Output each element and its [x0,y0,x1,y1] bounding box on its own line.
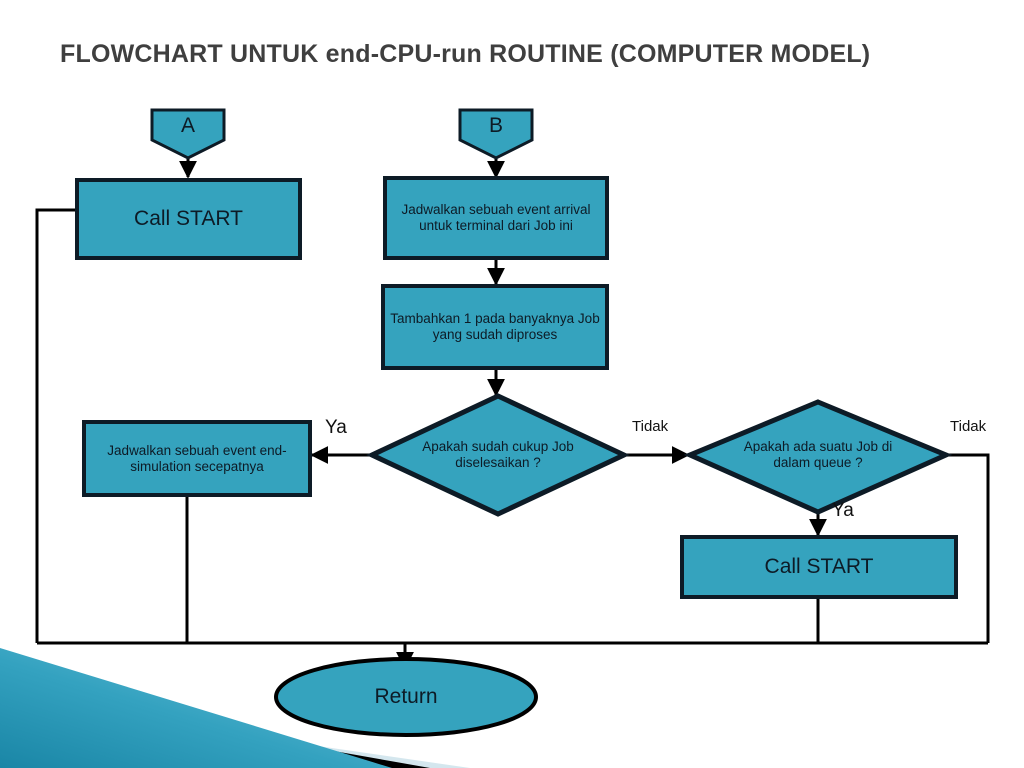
return-shape [274,657,538,737]
decision-job-in-queue-shape [683,399,953,515]
call-start-1-shape [75,178,302,260]
connector-a-shape [150,108,226,160]
call-start-2-shape [680,535,958,599]
connector-b-shape [458,108,534,160]
page-title: FLOWCHART UNTUK end-CPU-run ROUTINE (COM… [60,40,871,68]
schedule-end-simulation-shape [82,420,312,497]
decorative-corner-graphic [0,648,470,768]
edge-call-start-1-left-rail [35,208,77,643]
edge-label-ya-down: Ya [832,500,854,521]
edge-label-ya-left: Ya [325,417,347,438]
decision-enough-jobs-shape [366,393,630,517]
edge-label-tidak-middle: Tidak [632,418,669,435]
edge-label-tidak-right: Tidak [950,418,987,435]
edge-decision2-tidak-right-rail [948,453,990,643]
increment-jobs-shape [381,284,609,370]
flow-connector-lines [35,155,990,670]
schedule-arrival-shape [383,176,609,260]
